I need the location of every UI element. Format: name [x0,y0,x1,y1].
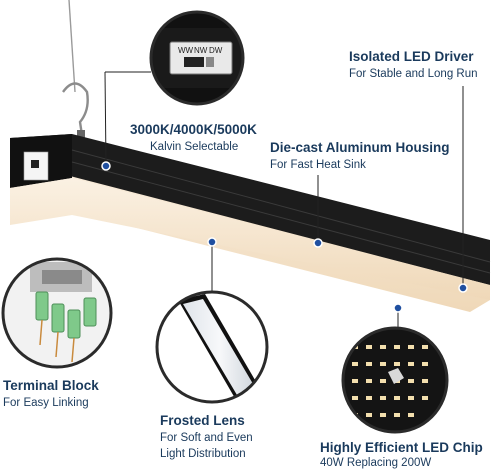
chip-subtitle: 40W Replacing 200W [320,457,432,469]
marker-dots [101,161,468,313]
switch-position-dw: DW [209,46,223,55]
driver-subtitle: For Stable and Long Run [349,68,478,80]
led-chip-callout [341,326,449,434]
fixture-body [10,134,491,312]
lens-subtitle-2: Light Distribution [160,448,246,460]
terminal-callout [1,257,113,369]
lens-title: Frosted Lens [160,413,245,428]
chip-title: Highly Efficient LED Chip [320,440,483,455]
color-temperature-title: 3000K/4000K/5000K [130,122,257,137]
lens-subtitle-1: For Soft and Even [160,432,253,444]
leader-lines [104,71,464,328]
lens-callout [155,290,269,404]
switch-position-nw: NW [194,46,208,55]
housing-subtitle: For Fast Heat Sink [270,159,366,171]
color-temperature-subtitle: Kalvin Selectable [150,141,239,153]
switch-position-ww: WW [178,46,194,55]
terminal-title: Terminal Block [3,378,99,393]
terminal-subtitle: For Easy Linking [3,397,89,409]
driver-title: Isolated LED Driver [349,49,474,64]
hanging-wire [62,0,89,140]
housing-title: Die-cast Aluminum Housing [270,140,450,155]
switch-callout: WW NW DW [149,10,245,106]
